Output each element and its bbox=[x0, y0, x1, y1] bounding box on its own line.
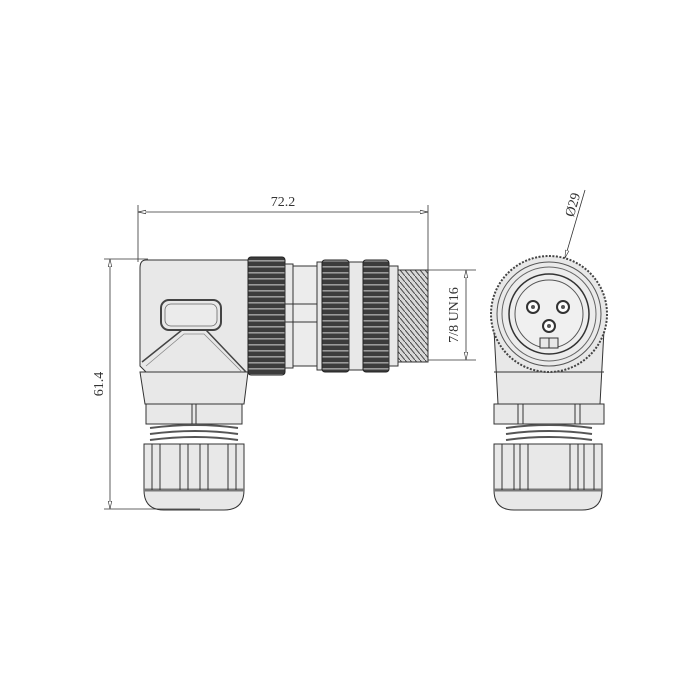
dim-length-label: 72.2 bbox=[271, 195, 296, 210]
side-view bbox=[139, 256, 429, 511]
dimension-diameter bbox=[564, 189, 586, 258]
knurl-ring-1 bbox=[321, 259, 350, 373]
coupling-nut-knurl bbox=[247, 256, 286, 376]
hex-nut bbox=[145, 403, 243, 425]
dim-thread-label: 7/8 UN16 bbox=[447, 287, 462, 343]
body-neck bbox=[139, 371, 249, 405]
dim-diameter-label: Ø29 bbox=[563, 191, 584, 218]
contact-pins bbox=[526, 300, 570, 333]
dim-height-label: 61.4 bbox=[92, 372, 107, 397]
spring-coil bbox=[149, 424, 239, 441]
front-view bbox=[490, 255, 608, 511]
dimension-thread bbox=[428, 269, 476, 361]
dimension-overall-length bbox=[137, 205, 429, 270]
cable-gland bbox=[143, 443, 245, 511]
knurl-ring-2 bbox=[362, 259, 390, 373]
thread-section bbox=[397, 269, 429, 363]
dimension-overall-height bbox=[104, 258, 200, 510]
